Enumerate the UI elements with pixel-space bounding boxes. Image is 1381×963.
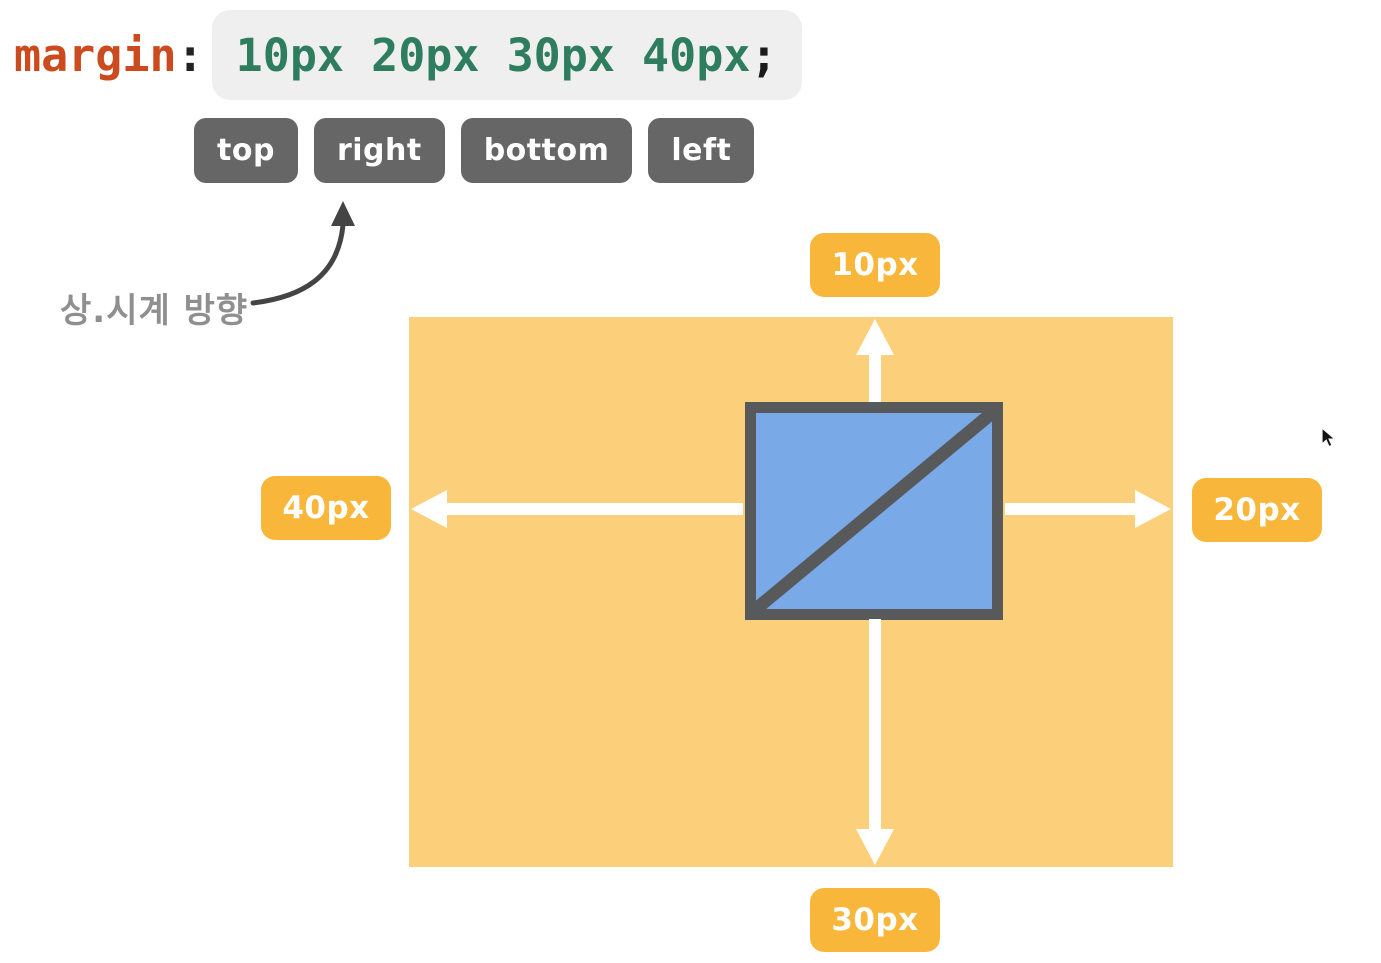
margin-left-badge: 40px bbox=[261, 476, 391, 540]
css-values: 10px 20px 30px 40px bbox=[235, 28, 751, 82]
clockwise-annotation-label: 상.시계 방향 bbox=[60, 291, 249, 331]
margin-right-badge: 20px bbox=[1192, 478, 1322, 542]
content-box bbox=[745, 402, 1003, 620]
css-colon: : bbox=[176, 28, 204, 82]
margin-top-badge: 10px bbox=[810, 233, 940, 297]
order-badge-bottom: bottom bbox=[460, 118, 633, 183]
css-code-line: margin: 10px 20px 30px 40px; bbox=[14, 10, 802, 100]
diagonal-line bbox=[756, 413, 992, 609]
mouse-cursor-icon bbox=[1321, 427, 1337, 448]
order-badge-right: right bbox=[313, 118, 445, 183]
margin-bottom-badge: 30px bbox=[810, 888, 940, 952]
css-semicolon: ; bbox=[750, 28, 778, 82]
css-property-name: margin bbox=[14, 28, 177, 82]
order-badge-top: top bbox=[194, 118, 298, 183]
order-badge-left: left bbox=[648, 118, 755, 183]
curved-arrow-icon bbox=[250, 201, 355, 306]
css-value-highlight: 10px 20px 30px 40px; bbox=[211, 10, 802, 100]
shorthand-order-row: top right bottom left bbox=[194, 118, 755, 183]
